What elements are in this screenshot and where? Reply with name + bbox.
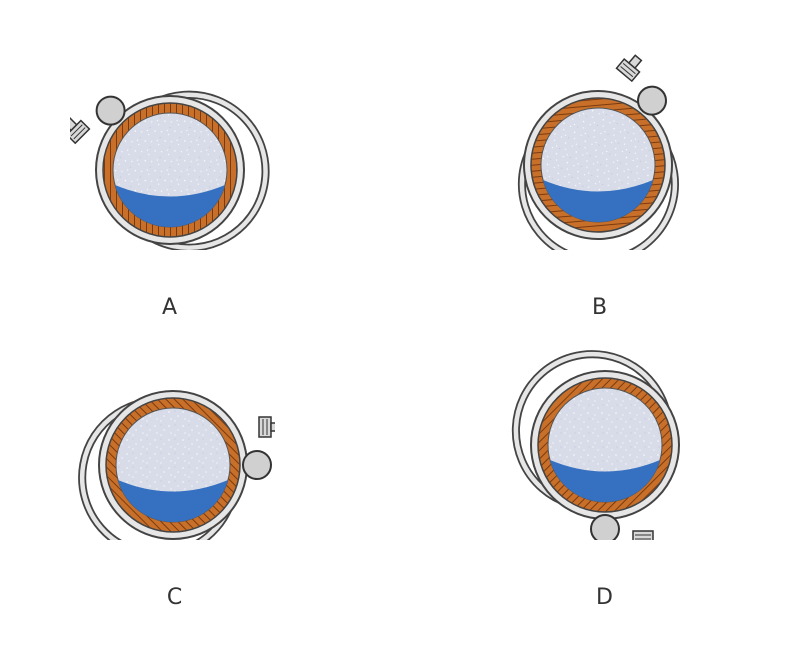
pipe-diagram-b [517,54,679,250]
liquid-c [118,480,228,523]
sensor-c [242,450,272,480]
liquid-d [550,460,660,503]
panel-c: C [75,340,275,630]
liquid-a [115,185,225,228]
clamp-screw-d [632,530,654,540]
sensor-d [590,514,620,540]
clamp-screw-c [258,416,275,438]
liquid-b [543,180,653,223]
pipe-diagram-a [70,90,270,250]
panel-label-b: B [591,295,609,320]
pipe-assembly-a [70,90,270,250]
pipe-assembly-b [517,54,679,250]
panel-label-a: A [161,295,179,320]
panel-d: D [505,340,705,630]
panel-b: B [500,50,700,340]
clamp-screw-a [70,116,91,145]
panel-a: A [70,50,270,340]
clamp-screw-b [615,54,643,83]
panel-label-d: D [596,585,614,610]
pipe-diagram-c [78,390,275,540]
pipe-assembly-d [511,350,680,540]
panel-label-c: C [166,585,184,610]
sensor-b [636,85,667,116]
sensor-a [95,95,126,126]
pipe-assembly-c [78,390,275,540]
pipe-diagram-d [511,350,680,540]
